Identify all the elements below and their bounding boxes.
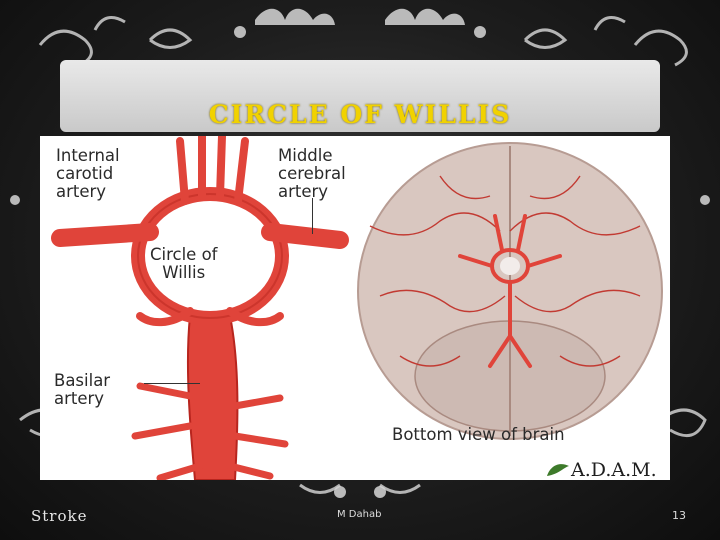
label-line: Circle of (150, 245, 218, 264)
label-line: Internal (56, 146, 120, 165)
label-middle-cerebral-artery: Middle cerebral artery (278, 147, 346, 201)
label-line: carotid (56, 164, 114, 183)
page-number: 13 (672, 509, 686, 522)
label-line: cerebral (278, 164, 346, 183)
leader-line-basilar (144, 383, 200, 384)
title-banner (60, 60, 660, 132)
illustration (51, 136, 663, 480)
label-line: artery (278, 182, 329, 201)
adam-logo: A.D.A.M. (545, 459, 657, 481)
label-basilar-artery: Basilar artery (54, 372, 110, 408)
label-line: artery (56, 182, 107, 201)
footer-author: M Dahab (337, 509, 382, 520)
footer-topic: Stroke (31, 507, 88, 525)
circle-of-willis-figure: Internal carotid artery Middle cerebral … (40, 136, 670, 481)
arterial-diagram (51, 136, 349, 480)
label-circle-of-willis: Circle of Willis (150, 246, 217, 282)
label-line: Willis (162, 263, 206, 282)
label-line: Basilar (54, 371, 111, 390)
label-bottom-view: Bottom view of brain (392, 425, 565, 444)
adam-logo-text: A.D.A.M. (571, 459, 657, 481)
slide-title: CIRCLE OF WILLIS (208, 100, 512, 129)
label-line: Middle (278, 146, 333, 165)
leader-line-middle-cerebral (312, 198, 313, 234)
label-line: artery (54, 389, 105, 408)
leaf-icon (547, 464, 569, 476)
label-internal-carotid-artery: Internal carotid artery (56, 147, 120, 201)
brain-bottom-view (357, 142, 663, 440)
